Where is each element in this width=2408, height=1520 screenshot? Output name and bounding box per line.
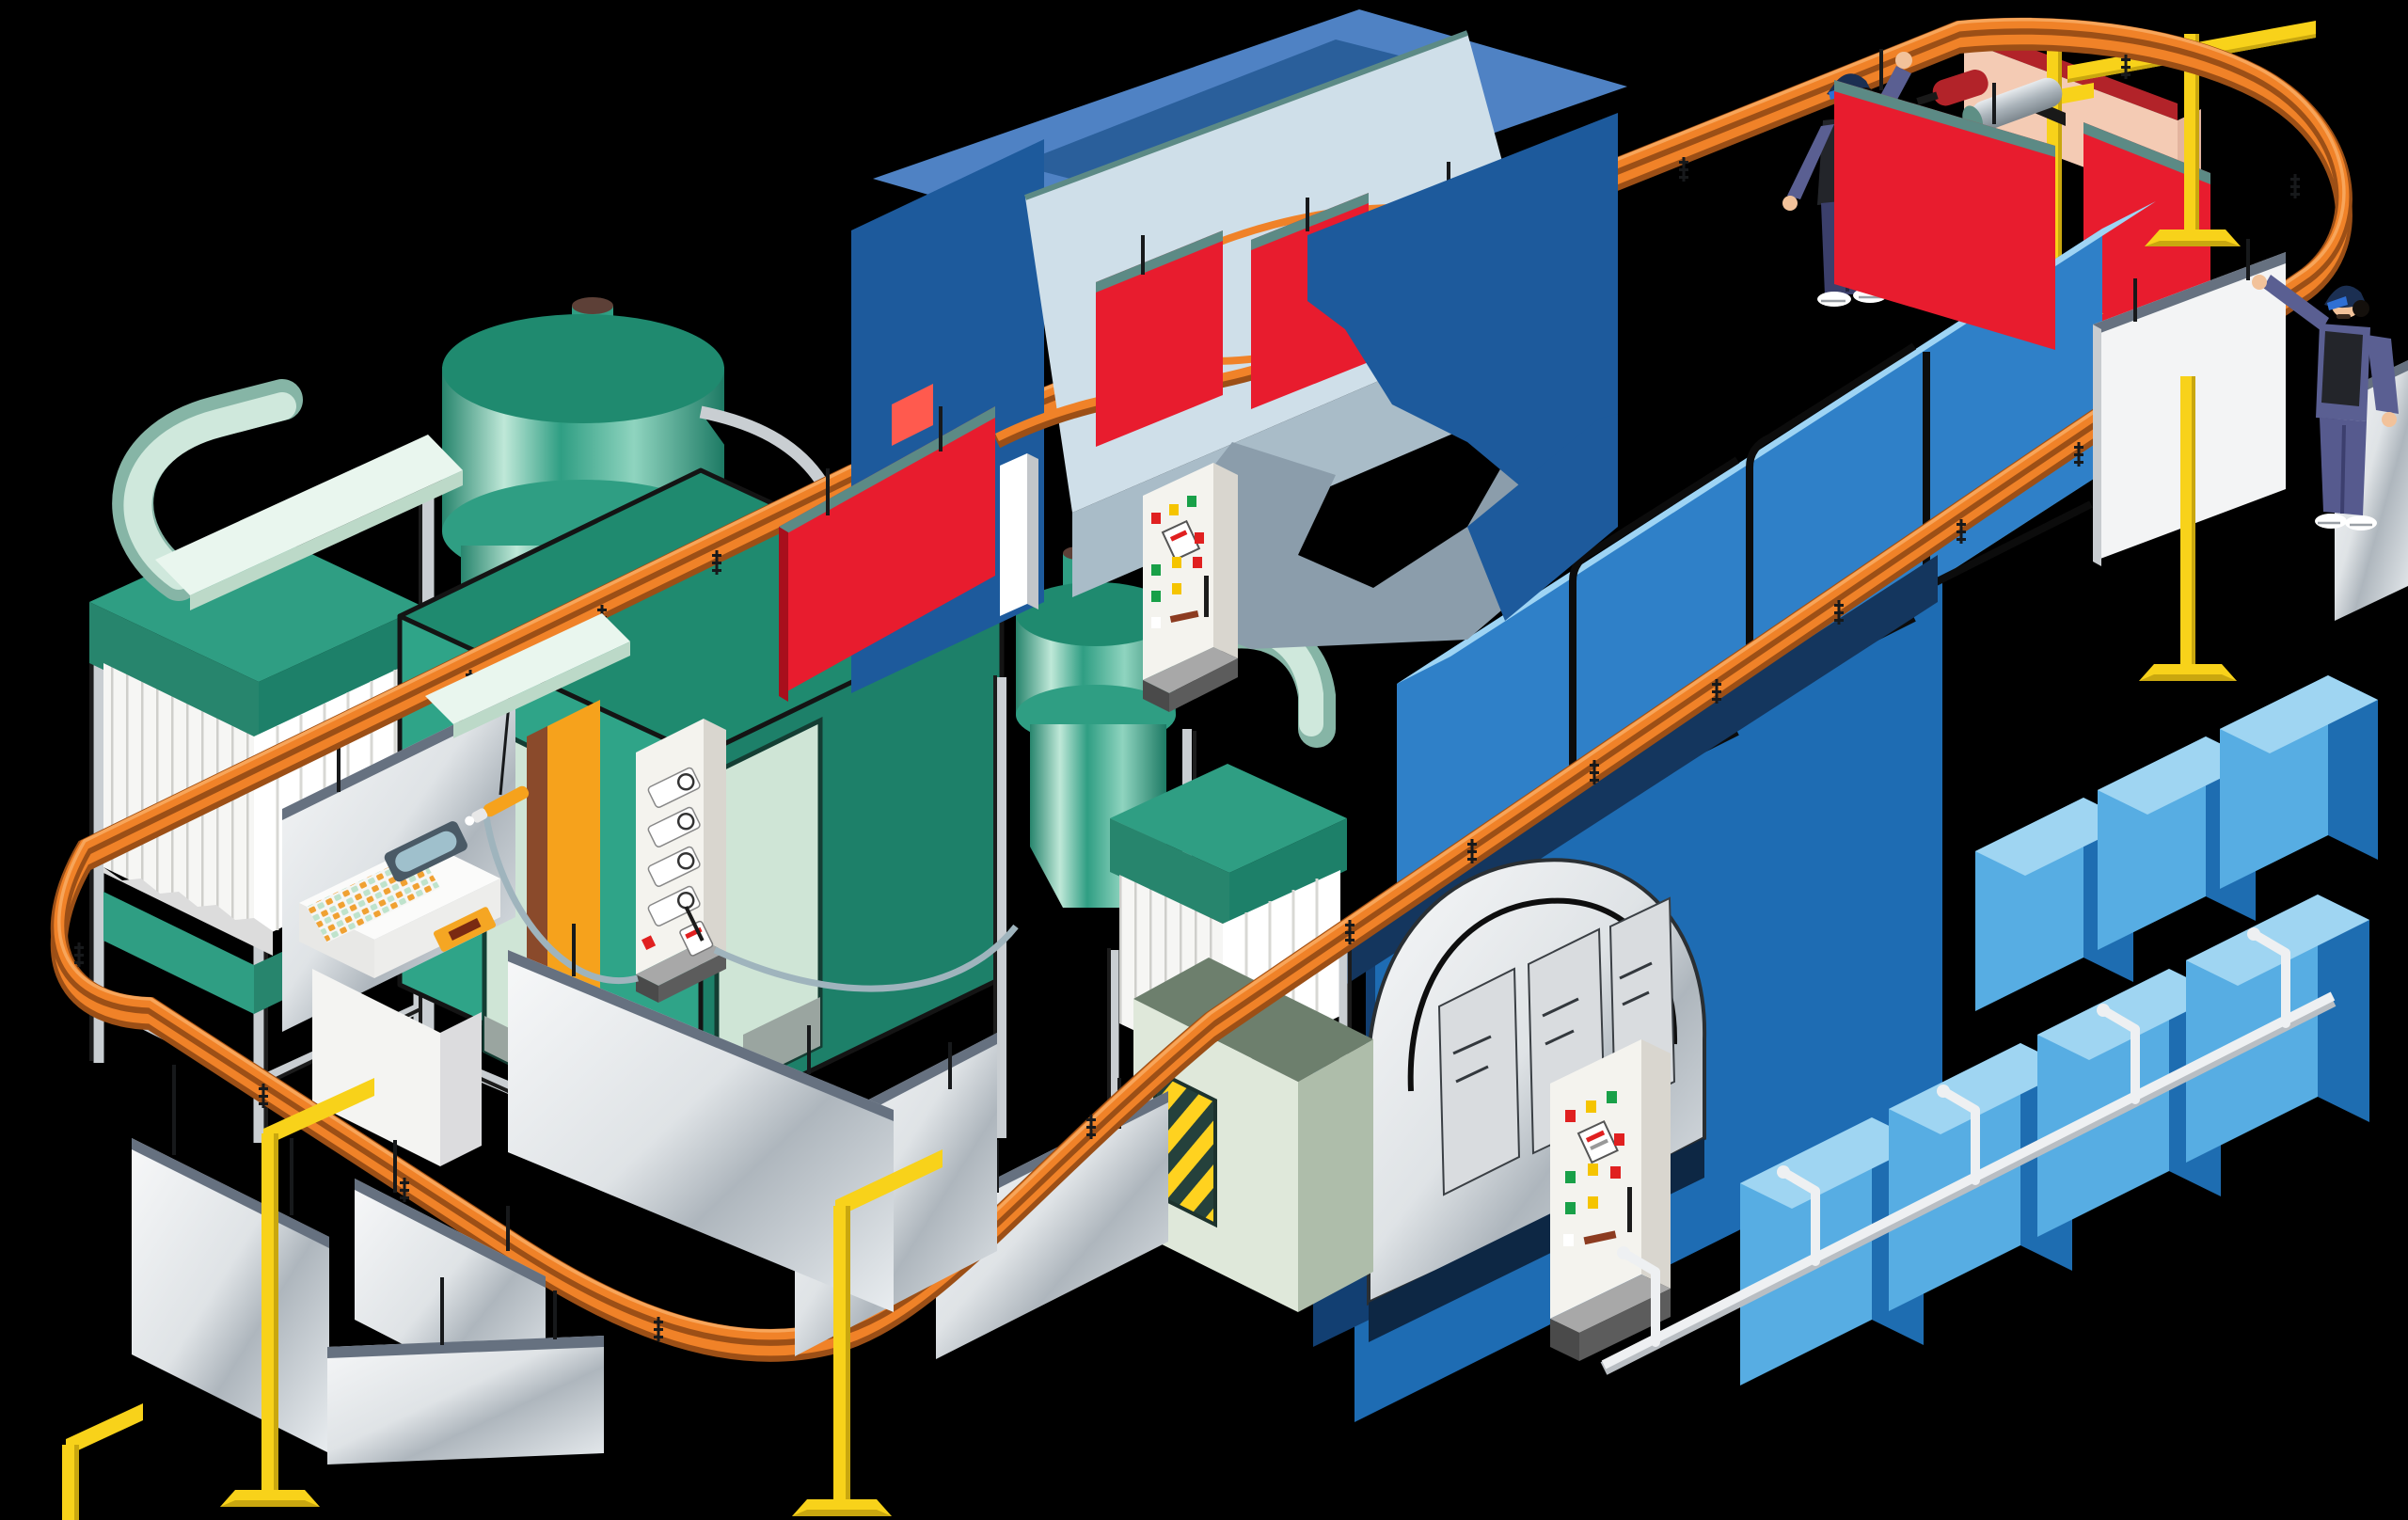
hanging-panels <box>132 49 2408 1465</box>
oven-cabinet-buttons[interactable] <box>1563 1091 1632 1246</box>
oven-front-equipment <box>1550 927 2337 1375</box>
worker-unload <box>2252 275 2399 530</box>
oven-speed-lines <box>1452 961 1653 1084</box>
booth-right-lower <box>1467 414 1618 621</box>
hanging-panel-red-load <box>1834 49 2055 350</box>
conveyor-loop <box>50 17 2353 1362</box>
worker2-cap-brim <box>2327 296 2348 310</box>
floor-post-oven-right <box>2139 376 2237 681</box>
floor-post-left-edge <box>62 1403 143 1520</box>
powder-hose-right <box>713 924 1019 992</box>
hanging-panel-silver-1 <box>132 1065 329 1453</box>
gauge-plates <box>647 767 701 926</box>
powder-hose-left <box>482 810 639 984</box>
support-posts <box>62 376 2237 1520</box>
worker2-bib <box>2321 331 2363 406</box>
powder-coating-area <box>89 297 1352 1185</box>
worker2-shoe-left <box>2315 514 2347 529</box>
floor-post-bottom-left-1 <box>220 1078 374 1507</box>
roof-light-slabs <box>155 435 630 738</box>
booth-right-wall <box>1307 113 1618 489</box>
paint-spray-booth <box>851 9 1627 712</box>
booth-white-pillar <box>1000 453 1038 616</box>
console-label-slot <box>433 907 497 952</box>
hanging-panel-silver-bottom <box>327 1277 604 1465</box>
unload-roller <box>1916 70 1988 106</box>
booth-control-cabinet <box>1143 463 1238 712</box>
console-screen <box>384 821 467 882</box>
worker2-hair <box>2353 300 2369 317</box>
hanging-panel-red-mid <box>779 384 995 702</box>
worker1-hand-down <box>1782 196 1798 211</box>
floor-post-bottom-left-2 <box>792 1149 943 1516</box>
booth-interior-edge <box>1023 30 1469 200</box>
hanging-panel-silver-console <box>508 924 894 1312</box>
worker2-hand <box>2252 275 2267 290</box>
worker1-arm-down <box>1787 124 1834 199</box>
oven-cubes-upper <box>1975 675 2378 1011</box>
worker1-shoe-left <box>1817 292 1851 307</box>
worker2-extended-arm <box>2263 275 2329 331</box>
worker2-arm-down <box>2367 335 2399 414</box>
worker2-hand-down <box>2382 412 2397 427</box>
worker2-shoe-right <box>2345 515 2377 530</box>
oven-handrail <box>1600 927 2337 1375</box>
oven-cubes-front <box>1740 895 2369 1385</box>
operator-console <box>299 821 500 1166</box>
worker1-hand-up <box>1895 52 1912 69</box>
worker2-mustache <box>2337 314 2351 319</box>
cabinet-buttons[interactable] <box>1151 496 1209 628</box>
gauge-control-cabinet <box>636 719 726 1003</box>
